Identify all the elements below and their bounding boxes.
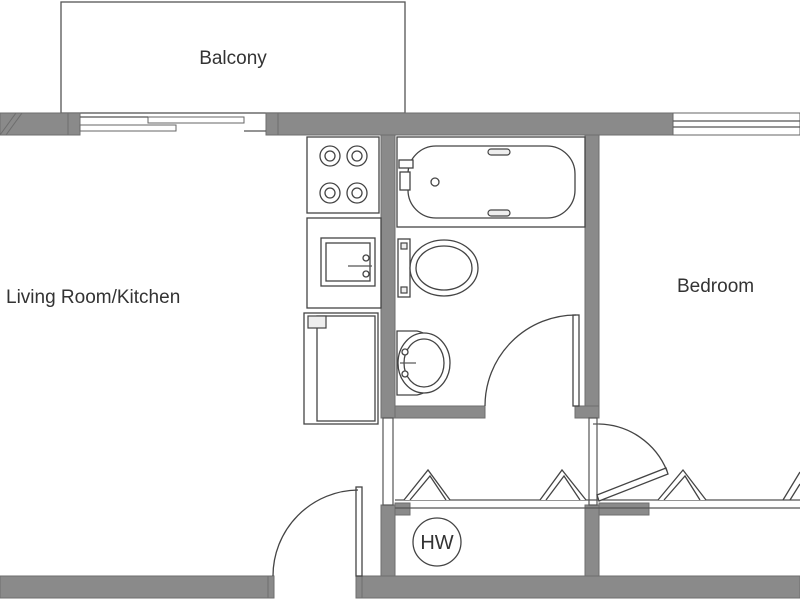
toilet — [397, 238, 479, 298]
bathroom-sink — [396, 330, 451, 396]
hot-water-heater: HW — [412, 517, 462, 567]
entry-door[interactable] — [267, 486, 363, 599]
bedroom-door[interactable] — [593, 423, 669, 502]
refrigerator — [303, 312, 379, 425]
hot-water-label: HW — [420, 532, 453, 554]
bedroom-closet-bifold-doors[interactable] — [657, 468, 800, 501]
bathtub — [396, 136, 586, 228]
closet-tracks — [395, 499, 800, 509]
interior-walls — [380, 134, 650, 577]
kitchen-sink — [306, 217, 382, 309]
bedroom-label: Bedroom — [677, 276, 754, 297]
living-room-kitchen-label: Living Room/Kitchen — [6, 287, 180, 308]
balcony-label: Balcony — [199, 48, 267, 69]
stove — [306, 136, 380, 214]
hall-closet-bifold-doors[interactable] — [403, 468, 587, 501]
sliding-door[interactable] — [67, 112, 279, 136]
bedroom-window — [672, 112, 800, 136]
balcony: Balcony — [60, 1, 406, 114]
bathroom-door[interactable] — [484, 314, 580, 407]
